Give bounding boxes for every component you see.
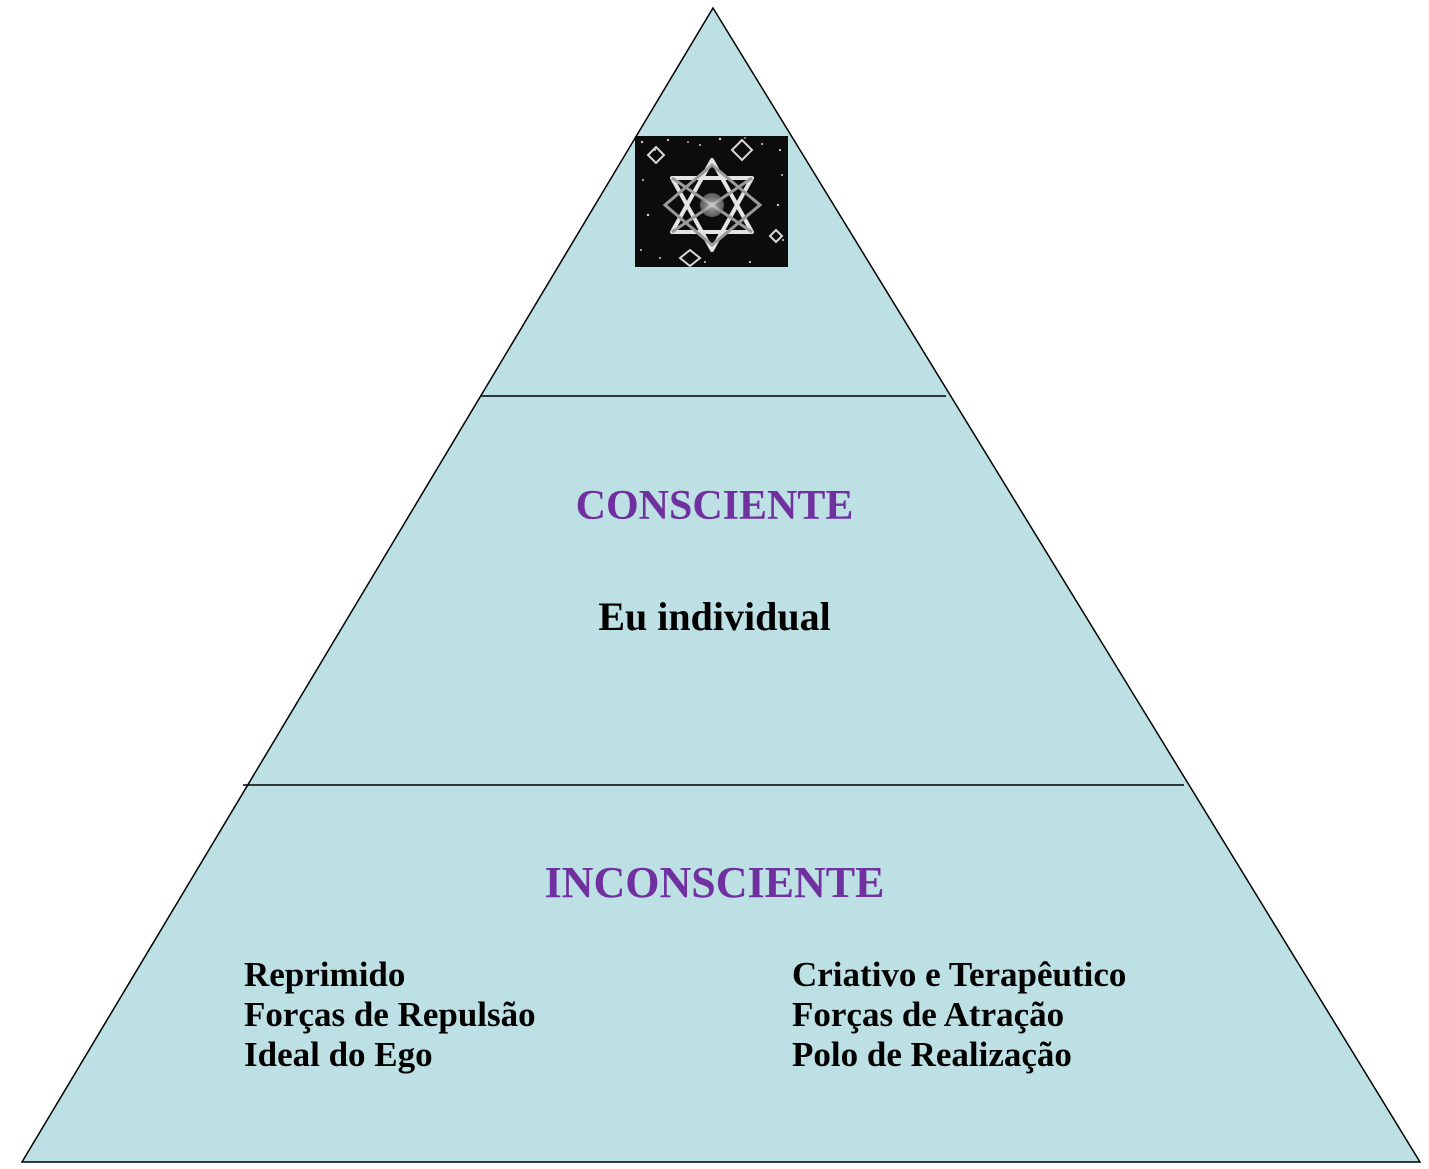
left-item-repressed: Reprimido <box>244 955 406 994</box>
right-item-attraction-forces: Forças de Atração <box>792 995 1065 1034</box>
individual-self-label: Eu individual <box>598 594 831 639</box>
unconscious-heading: INCONSCIENTE <box>544 858 885 907</box>
left-item-ego-ideal: Ideal do Ego <box>244 1035 433 1074</box>
left-column: Reprimido Forças de Repulsão Ideal do Eg… <box>244 955 536 1075</box>
left-item-repulsion-forces: Forças de Repulsão <box>244 995 536 1034</box>
escher-image <box>635 136 788 268</box>
right-column: Criativo e Terapêutico Forças de Atração… <box>792 955 1126 1075</box>
conscious-heading: CONSCIENTE <box>575 483 854 529</box>
right-item-creative-therapeutic: Criativo e Terapêutico <box>792 955 1127 994</box>
pyramid-shape <box>20 6 1422 1163</box>
right-item-realization-pole: Polo de Realização <box>792 1035 1072 1074</box>
